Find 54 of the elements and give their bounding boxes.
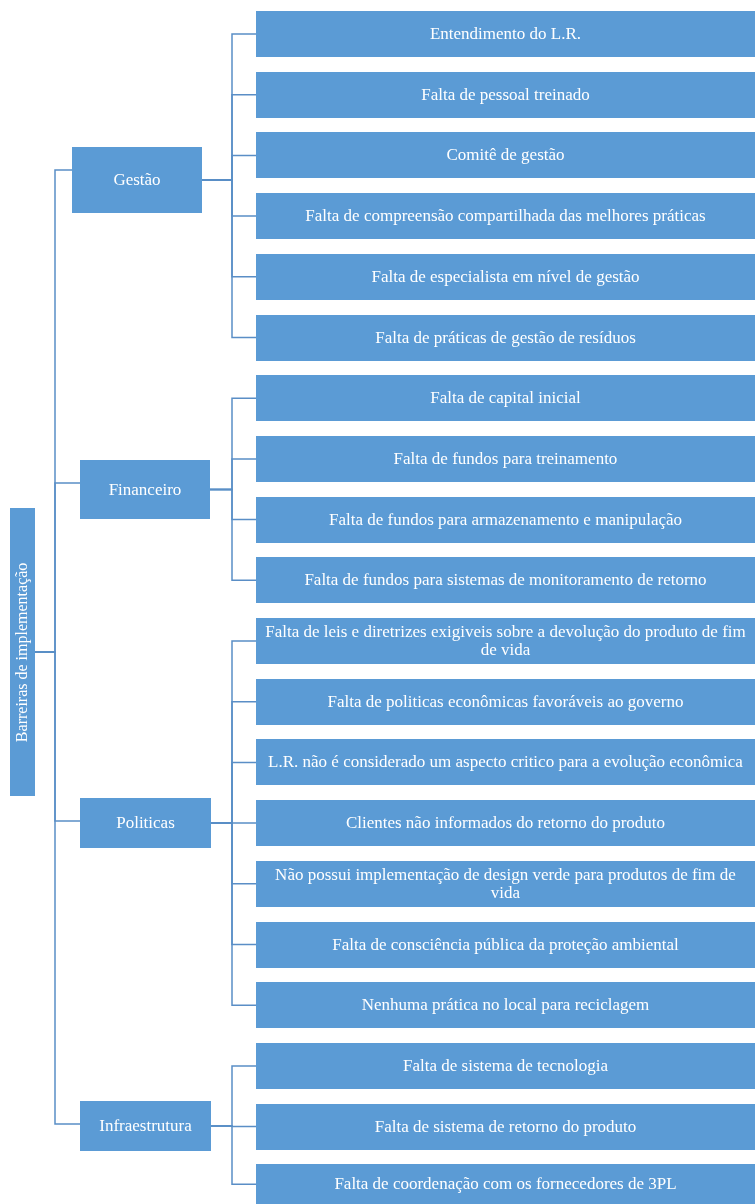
- category-box: [256, 132, 755, 179]
- category-box: [256, 982, 755, 1029]
- node-label: Falta de fundos para treinamento: [393, 449, 618, 468]
- category-box: [256, 1164, 755, 1204]
- category-box: [256, 921, 755, 968]
- node-label: Falta de leis e diretrizes exigiveis sobre a devolução do produto de fim de vida: [264, 623, 747, 659]
- node-label: Clientes não informados do retorno do produto: [345, 814, 666, 832]
- category-box: [256, 739, 755, 786]
- node-label: Falta de sistema de retorno do produto: [374, 1117, 637, 1136]
- category-box: [256, 800, 755, 847]
- node-label: Infraestrutura: [99, 1117, 192, 1135]
- category-box: [256, 435, 755, 482]
- node-label: Financeiro: [108, 480, 182, 499]
- category-box: [256, 314, 755, 361]
- node-label: Politicas: [116, 814, 175, 832]
- root-label: Barreiras de implementação: [14, 562, 31, 742]
- node-label: Falta de fundos para sistemas de monitoramento de retorno: [304, 571, 707, 590]
- category-box: [256, 678, 755, 725]
- category-box: [80, 1101, 211, 1151]
- node-label: Falta de capital inicial: [430, 389, 581, 408]
- category-box: [256, 71, 755, 118]
- category-box: [256, 860, 755, 907]
- node-label: Falta de compreensão compartilhada das melhores práticas: [305, 207, 706, 225]
- category-box: [256, 557, 755, 604]
- category-box: [256, 11, 755, 57]
- node-label: Falta de consciência pública da proteção ambiental: [332, 935, 679, 954]
- connector-line: [209, 488, 257, 582]
- category-box: [256, 193, 755, 240]
- connector-line: [210, 1125, 257, 1185]
- category-box: [256, 1042, 755, 1089]
- node-label: Falta de práticas de gestão de resíduos: [375, 328, 636, 347]
- node-label: Falta de pessoal treinado: [421, 85, 590, 104]
- category-box: [80, 798, 211, 848]
- category-box: [256, 375, 755, 422]
- node-label: Falta de especialista em nível de gestão: [371, 267, 640, 286]
- node-label: Nenhuma prática no local para reciclagem: [361, 996, 650, 1015]
- node-label: Comitê de gestão: [446, 146, 565, 165]
- root-box: [10, 508, 35, 796]
- connector-line: [210, 822, 257, 1006]
- category-box: [256, 1103, 755, 1150]
- node-label: L.R. não é considerado um aspecto critico para a evolução econômica: [268, 753, 743, 772]
- node-label: Falta de coordenação com os fornecedores de 3PL: [334, 1175, 677, 1194]
- category-box: [256, 496, 755, 543]
- category-box: [256, 618, 755, 664]
- node-label: Não possui implementação de design verde para produtos de fim de vida: [274, 865, 737, 902]
- category-box: [256, 253, 755, 300]
- node-label: Falta de fundos para armazenamento e manipulação: [328, 510, 683, 529]
- connector-line: [201, 179, 257, 339]
- node-label: Gestão: [113, 171, 161, 189]
- category-box: [72, 147, 202, 213]
- category-box: [80, 460, 210, 519]
- node-label: Falta de politicas econômicas favoráveis ao governo: [327, 692, 684, 711]
- node-label: Falta de sistema de tecnologia: [403, 1056, 608, 1075]
- node-label: Entendimento do L.R.: [429, 25, 582, 43]
